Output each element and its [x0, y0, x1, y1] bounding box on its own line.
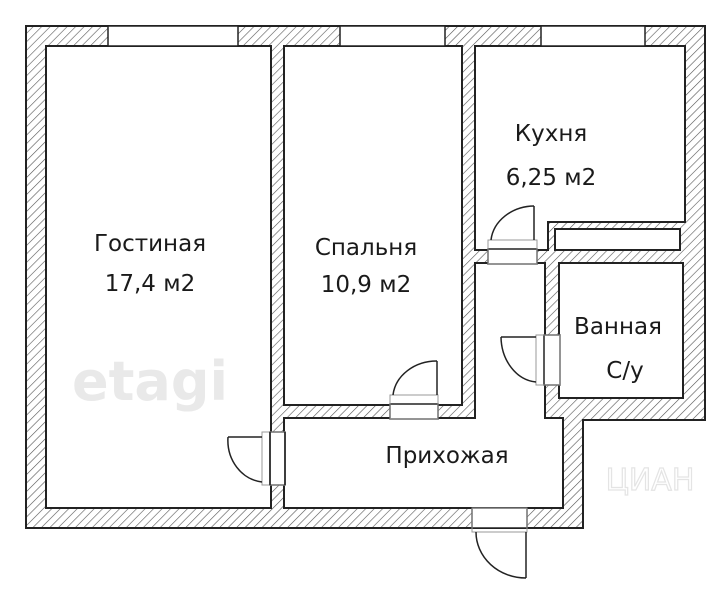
kitchen-shelf	[554, 228, 681, 251]
kitchen-area: 6,25 м2	[506, 165, 597, 191]
door-bedroom[interactable]	[389, 360, 439, 420]
bathroom-sub: С/у	[606, 358, 643, 384]
window	[107, 25, 239, 47]
window	[540, 25, 646, 47]
door-kitchen[interactable]	[487, 205, 538, 265]
bedroom-name: Спальня	[315, 235, 417, 261]
window	[339, 25, 446, 47]
watermark-etagi: etagi	[72, 350, 228, 413]
room-bedroom	[283, 45, 463, 406]
living-area: 17,4 м2	[105, 271, 196, 297]
door-bathroom[interactable]	[500, 334, 561, 386]
living-name: Гостиная	[94, 231, 206, 257]
hall-name: Прихожая	[385, 443, 508, 469]
watermark-cian: ЦИАН	[606, 463, 695, 498]
bedroom-area: 10,9 м2	[321, 272, 412, 298]
door-living[interactable]	[227, 431, 286, 486]
room-kitchen	[474, 45, 686, 251]
bathroom-name: Ванная	[574, 314, 662, 340]
room-living	[45, 45, 272, 509]
door-entrance[interactable]	[471, 507, 528, 579]
kitchen-name: Кухня	[515, 121, 587, 147]
room-bathroom	[558, 262, 684, 399]
